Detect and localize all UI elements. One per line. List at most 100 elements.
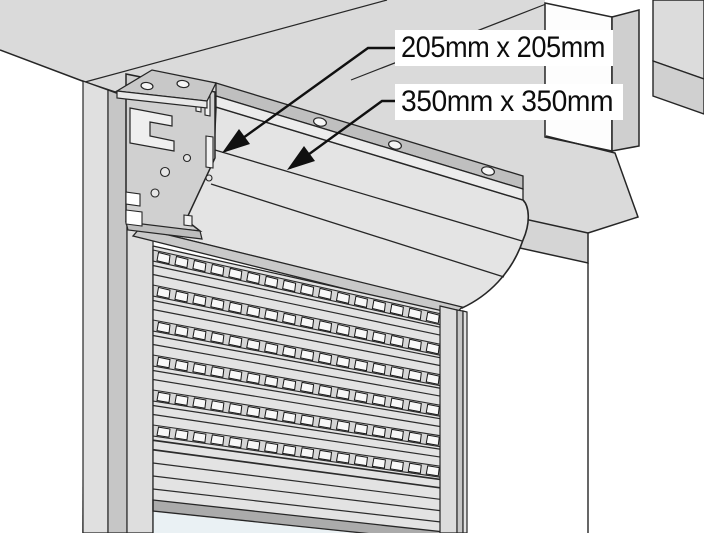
vent-hole	[246, 338, 261, 351]
vent-hole	[192, 259, 207, 273]
vent-hole	[210, 366, 225, 378]
plain-slat-line	[152, 462, 444, 501]
guide-rail-right-strip-inner	[439, 305, 458, 533]
vent-hole	[335, 355, 351, 368]
vent-hole	[407, 307, 422, 320]
vent-hole	[317, 384, 333, 397]
vent-hole	[371, 425, 386, 438]
screw-hole	[140, 81, 154, 91]
slat-line	[152, 343, 444, 398]
beam-end-side	[611, 9, 640, 152]
dimension-label-bg	[395, 84, 623, 120]
vent-hole	[210, 263, 225, 277]
curtain-slats	[152, 249, 444, 533]
vent-hole	[210, 297, 225, 311]
dimension-label-bg	[395, 30, 613, 66]
slat-line	[152, 378, 444, 428]
vent-hole	[282, 345, 297, 358]
plain-slat-line	[152, 475, 444, 512]
adjacent-wall-block	[652, 0, 704, 115]
vent-hole	[264, 309, 279, 322]
vent-hole	[353, 359, 369, 372]
vent-hole	[192, 431, 207, 443]
vent-hole	[228, 403, 243, 415]
vent-hole	[317, 287, 333, 301]
vent-hole	[210, 400, 225, 412]
vent-hole	[156, 286, 171, 299]
vent-hole	[407, 431, 422, 444]
vent-hole	[335, 452, 351, 464]
vent-hole	[192, 397, 207, 409]
channel-cutout	[129, 107, 175, 152]
vent-hole	[174, 429, 189, 441]
vent-hole	[228, 267, 243, 281]
vent-hole	[300, 414, 315, 426]
vent-hole	[246, 439, 261, 451]
vent-hole	[425, 311, 440, 324]
vent-hole	[300, 283, 315, 297]
vent-hole	[300, 349, 315, 361]
vent-hole	[264, 342, 279, 355]
guide-rail-right	[439, 305, 468, 533]
notch-cutout	[125, 209, 143, 227]
vent-hole	[389, 303, 404, 316]
plain-slat-line	[152, 439, 444, 481]
slat-line	[152, 308, 444, 367]
vent-hole	[425, 403, 440, 416]
dimension-label-small: 205mm x 205mm	[401, 31, 605, 64]
vent-hole	[335, 420, 351, 432]
vent-hole	[407, 369, 422, 382]
vent-hole	[174, 359, 189, 372]
vent-hole	[246, 271, 261, 285]
guide-rail-left-strip-outer	[82, 80, 109, 533]
plain-slat-line	[152, 488, 444, 523]
vent-hole	[317, 417, 333, 429]
vent-hole	[389, 397, 404, 410]
vent-hole	[389, 428, 404, 441]
vent-hole	[317, 352, 333, 365]
vent-hole	[246, 405, 261, 418]
slat-line	[152, 264, 444, 329]
vent-hole	[228, 301, 243, 314]
adjacent-wall-underside	[652, 60, 704, 115]
leader-line	[224, 46, 398, 152]
dimension-labels: 205mm x 205mm 350mm x 350mm	[395, 30, 623, 120]
vent-hole	[192, 362, 207, 375]
roller-shutter-box	[131, 105, 530, 317]
vent-hole	[210, 332, 225, 344]
vent-hole	[228, 335, 243, 348]
vent-hole	[425, 434, 440, 446]
vent-hole	[246, 372, 261, 385]
bracket-top-plate-lip	[116, 90, 208, 109]
vent-hole	[264, 375, 279, 388]
vent-hole	[174, 290, 189, 303]
vent-hole	[371, 362, 386, 375]
vent-hole	[192, 328, 207, 341]
vent-hole	[389, 366, 404, 379]
vent-hole	[353, 295, 368, 309]
vent-hole	[156, 426, 171, 438]
vent-hole	[317, 320, 333, 333]
vent-hole	[228, 436, 243, 449]
window-glass	[153, 512, 355, 533]
vent-hole	[174, 325, 189, 338]
hook-cutout	[183, 214, 193, 227]
vent-hole	[407, 462, 422, 474]
vent-hole	[371, 457, 386, 469]
shutter-curtain	[152, 245, 444, 533]
vent-hole	[371, 299, 386, 312]
vent-hole	[425, 465, 440, 477]
leader-arrow-icon	[287, 146, 315, 170]
vent-hole	[156, 321, 171, 334]
slat-line	[152, 413, 444, 459]
vent-hole	[317, 449, 333, 461]
vent-hole	[210, 434, 225, 446]
guide-rail-right-strip-outer	[462, 310, 468, 533]
notch-cutout	[125, 191, 141, 207]
vent-hole	[264, 408, 279, 421]
plate-hole	[182, 153, 192, 163]
vent-hole	[389, 334, 404, 348]
beam-end-face	[544, 2, 613, 152]
vent-hole	[371, 331, 386, 344]
